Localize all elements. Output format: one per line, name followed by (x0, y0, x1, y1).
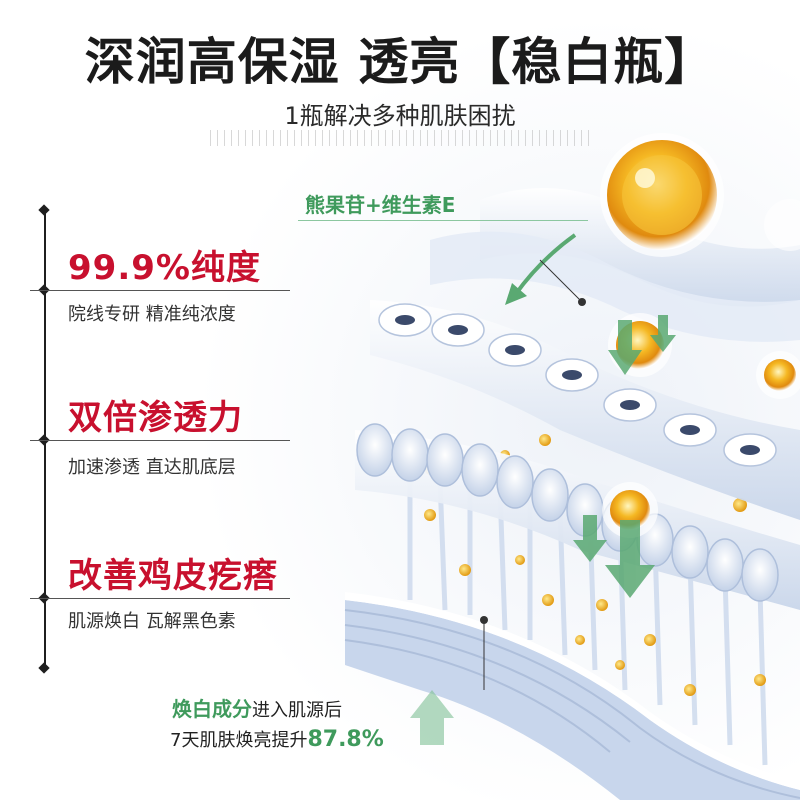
up-arrow-icon (410, 690, 454, 745)
result-line-2-prefix: 7天肌肤焕亮提升 (170, 730, 308, 751)
page-subtitle: 1瓶解决多种肌肤困扰 (284, 102, 516, 130)
penetration-arrows (573, 315, 676, 598)
result-line-1: 焕白成分进入肌源后 (172, 693, 342, 722)
ingredient-underline (298, 220, 588, 221)
title-main: 深润高保湿 透亮 (84, 33, 461, 91)
epidermis-layer (370, 300, 800, 520)
ruler-decoration (210, 130, 590, 146)
result-line-2: 7天肌肤焕亮提升87.8% (170, 726, 384, 752)
feature-title-purity: 99.9%纯度 (68, 248, 261, 288)
ingredient-label: 熊果苷+维生素E (305, 193, 456, 217)
feature-title-keratosis: 改善鸡皮疙瘩 (68, 556, 278, 596)
pointer-leader (539, 259, 583, 303)
page-title: 深润高保湿 透亮【稳白瓶】 (0, 22, 800, 94)
timeline-divider (30, 290, 290, 291)
basal-cell-layer (355, 423, 800, 610)
timeline-divider (30, 440, 290, 441)
ingredient-spheres (600, 133, 800, 538)
result-highlight: 焕白成分 (172, 697, 252, 721)
title-bracket: 【稳白瓶】 (460, 33, 716, 91)
dermis-stack (344, 592, 800, 800)
pointer-arrow-head (505, 283, 527, 305)
feature-desc-penetration: 加速渗透 直达肌底层 (68, 457, 236, 478)
result-line-1-rest: 进入肌源后 (252, 700, 342, 721)
feature-title-penetration: 双倍渗透力 (68, 398, 243, 438)
feature-desc-keratosis: 肌源焕白 瓦解黑色素 (68, 611, 236, 632)
timeline-divider (30, 598, 290, 599)
feature-desc-purity: 院线专研 精准纯浓度 (68, 304, 236, 325)
result-dot (480, 616, 488, 624)
result-percent: 87.8% (307, 727, 384, 752)
active-ingredient-dots (424, 434, 766, 696)
